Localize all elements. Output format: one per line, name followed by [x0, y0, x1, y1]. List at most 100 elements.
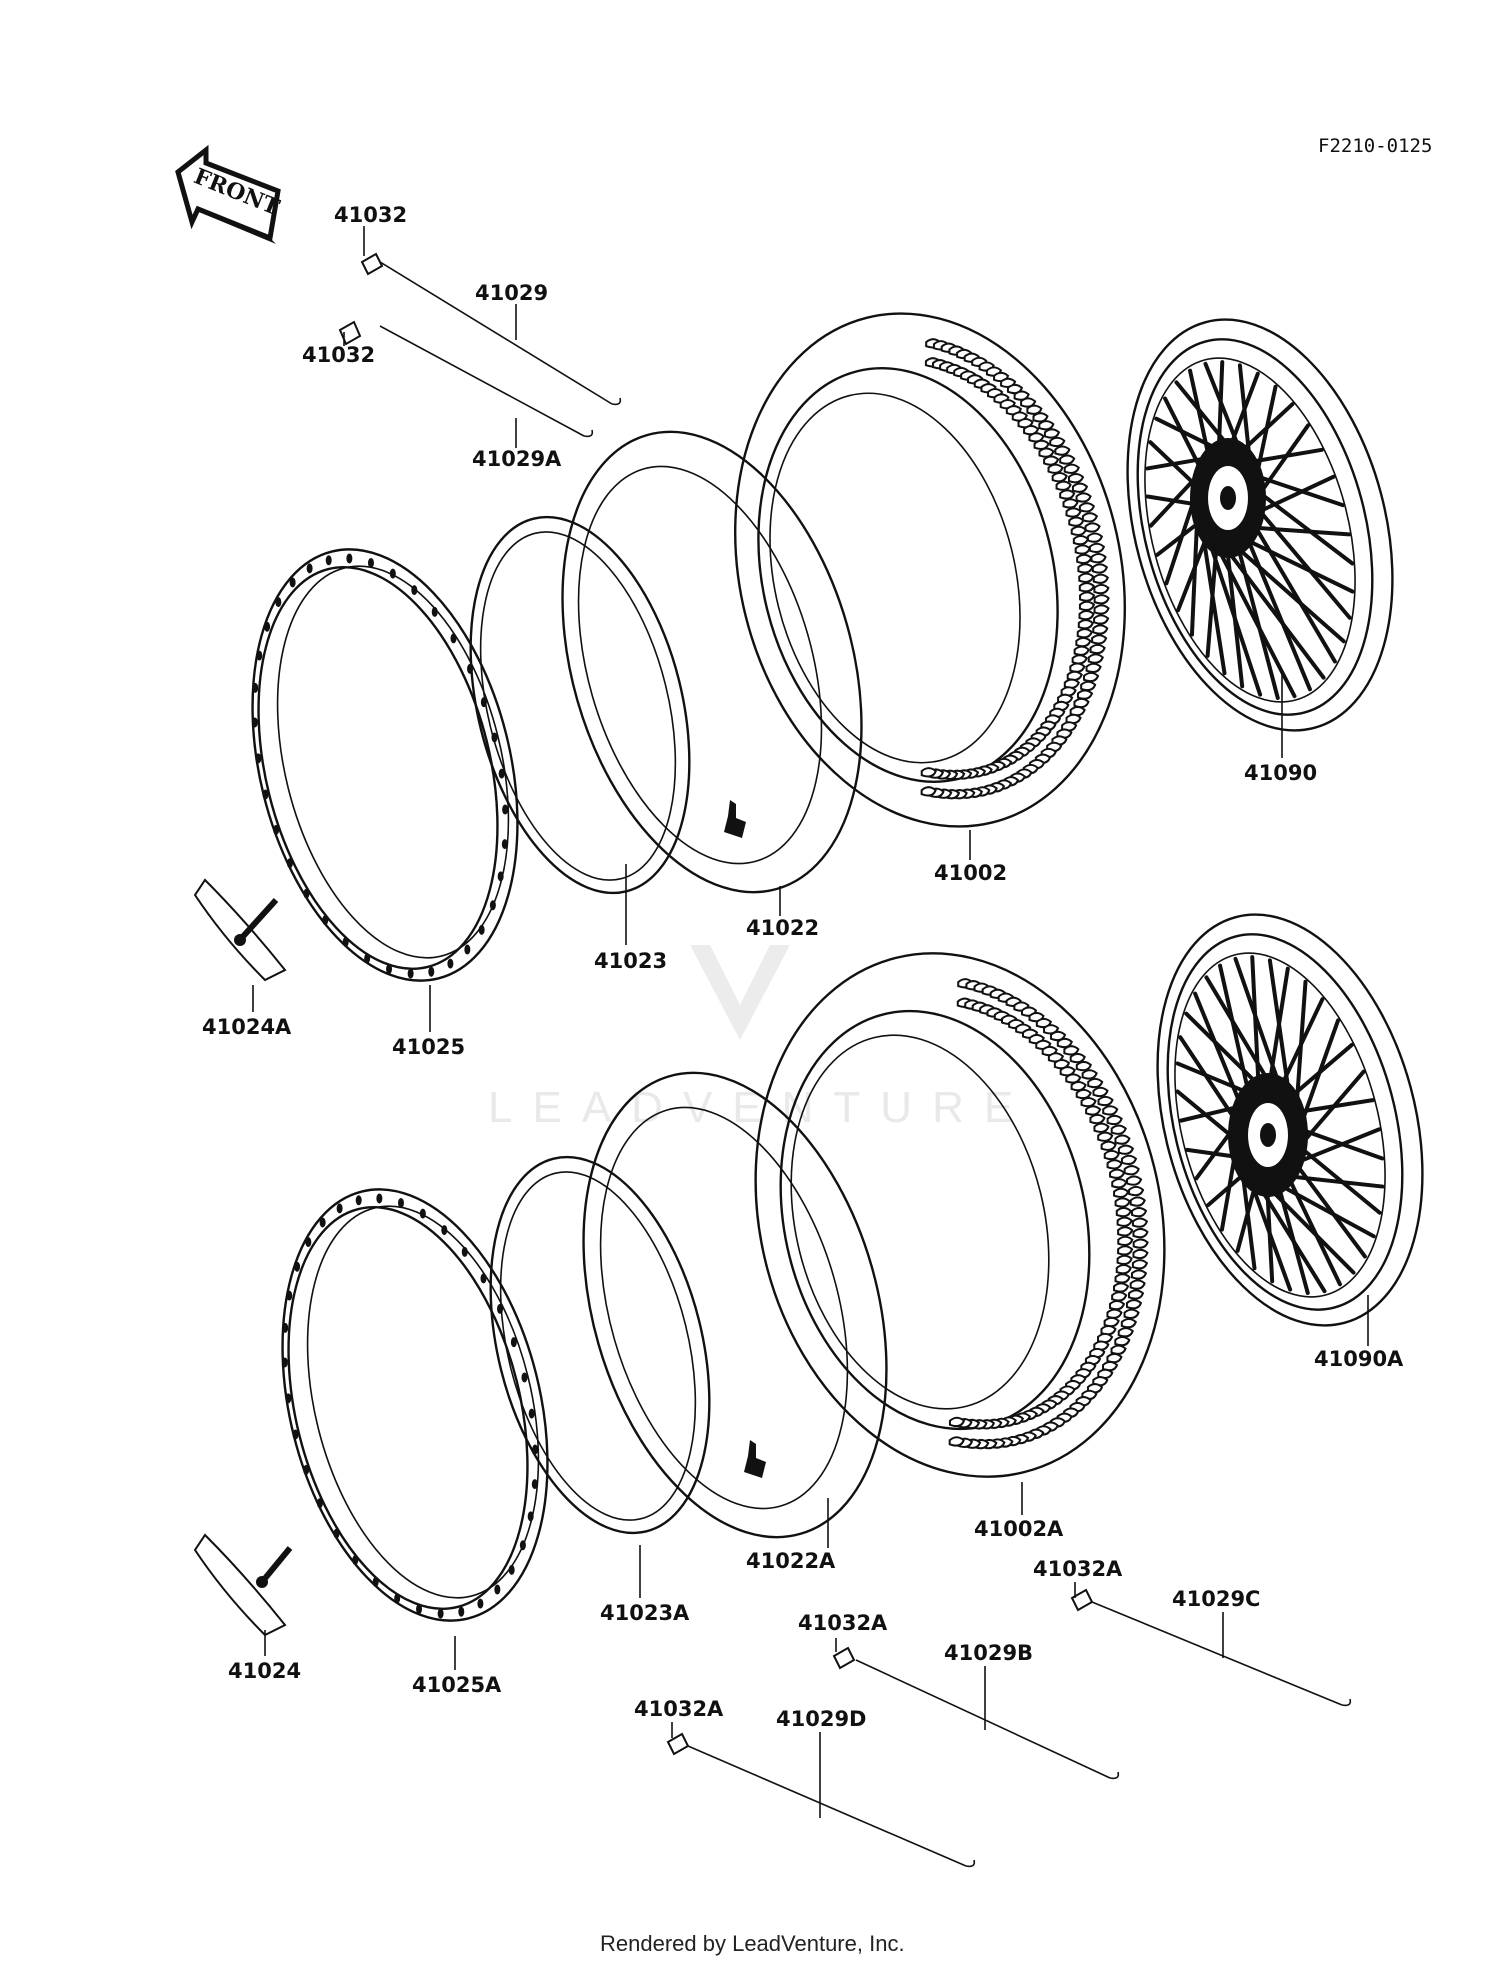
tread-knob [1038, 447, 1055, 458]
spoke-hole [508, 1564, 515, 1575]
spoke-line [1294, 1069, 1366, 1152]
spoke-hole [286, 1290, 293, 1301]
tread-knob [1076, 689, 1094, 700]
spoke-hole [386, 964, 393, 975]
tread-knob [1078, 600, 1096, 612]
callout-41032A-2: 41032A [798, 1611, 888, 1635]
tread-knob [1109, 1168, 1126, 1179]
spoke-hole [367, 557, 374, 568]
spoke-hole [461, 1246, 468, 1257]
callout-41029: 41029 [475, 281, 548, 305]
spoke-line [1255, 505, 1352, 620]
tread-knob [1093, 604, 1110, 615]
tread-knob [1127, 1289, 1145, 1300]
tread-knob [1123, 1308, 1140, 1319]
spoke-hole [376, 1193, 383, 1204]
callout-41032A-1: 41032A [1033, 1557, 1123, 1581]
spoke-hole [447, 958, 454, 969]
spoke-line [1188, 368, 1212, 463]
spoke-line [1155, 518, 1204, 557]
spoke-hole [333, 1528, 340, 1539]
tread-knob [1131, 1206, 1148, 1218]
tread-knob [1078, 609, 1095, 621]
callout-41029D: 41029D [776, 1707, 867, 1731]
spoke-hole [467, 663, 474, 674]
tread-knob [1054, 445, 1071, 456]
tread-knob [1117, 1144, 1135, 1155]
spoke-hole [464, 944, 471, 955]
spoke-line [1235, 1177, 1259, 1253]
spoke-hole [458, 1606, 465, 1617]
callout-41029B: 41029B [944, 1641, 1033, 1665]
tread-knob [1038, 420, 1055, 431]
spoke-hole [437, 1608, 444, 1619]
tread-knob [1063, 1045, 1080, 1056]
spoke-line [1250, 955, 1261, 1092]
spoke-line [1267, 966, 1290, 1090]
spoke-hole [319, 1217, 326, 1228]
spoke-hole [346, 553, 353, 564]
tread-knob [1123, 1165, 1140, 1176]
tread-knob [1020, 397, 1037, 408]
tread-knob [1092, 573, 1109, 584]
tread-knob [1129, 1279, 1146, 1290]
tread-knob [1086, 532, 1104, 543]
callout-41002A: 41002A [974, 1517, 1064, 1541]
tread-knob [1106, 1159, 1123, 1170]
tread-knob [1049, 436, 1066, 448]
spoke-hole [342, 936, 349, 947]
spoke-hole [494, 1584, 501, 1595]
tread-knob [1059, 454, 1076, 465]
tread-knob [1085, 662, 1102, 674]
callout-41032A-3: 41032A [634, 1697, 724, 1721]
spoke-hole [489, 900, 496, 911]
spoke-hole [281, 1357, 288, 1368]
tread-knob [1047, 463, 1064, 474]
spoke-hole [527, 1511, 534, 1522]
spoke-hole [497, 871, 504, 882]
callout-41022A: 41022A [746, 1549, 836, 1573]
tread-knob [1087, 1077, 1104, 1089]
tread-knob [1088, 542, 1106, 554]
spoke-hole [256, 650, 263, 661]
tread-knob [1080, 680, 1097, 692]
spoke-line [1255, 423, 1311, 499]
leader-lines [252, 226, 1369, 1818]
spoke-hole [251, 717, 258, 728]
watermark-text: LEADVENTURE [488, 1083, 1033, 1132]
tread-knob [1053, 1058, 1071, 1070]
spoke-line [1253, 384, 1278, 483]
callout-41022: 41022 [746, 916, 819, 940]
tread-knob [1102, 1105, 1119, 1116]
tread-knob [1132, 1238, 1149, 1249]
upper-tire [734, 312, 1126, 828]
spoke-line [1241, 536, 1355, 594]
tread-knob [1132, 1227, 1149, 1239]
tread-knob [1066, 670, 1083, 681]
tread-knob [1128, 1185, 1145, 1197]
tread-knob [1032, 412, 1049, 423]
tread-knob [1075, 636, 1092, 648]
tread-knob [1026, 404, 1043, 415]
footer-credit: Rendered by LeadVenture, Inc. [600, 1931, 905, 1956]
spoke-hole [262, 789, 269, 800]
callout-labels: 41032 41029 41032 41029A 41090 41002 410… [202, 203, 1404, 1731]
spoke-hole [478, 924, 485, 935]
tread-knob [1131, 1217, 1149, 1228]
tread-knob [1110, 1344, 1127, 1355]
spoke-hole [519, 1540, 526, 1551]
callout-41025: 41025 [392, 1035, 465, 1059]
spoke-line [1244, 533, 1312, 692]
callout-41024A: 41024A [202, 1015, 292, 1039]
spoke-hole [364, 953, 371, 964]
spoke-hole [416, 1604, 423, 1615]
spoke-line [1246, 447, 1324, 465]
callout-41032: 41032 [334, 203, 407, 227]
tread-knob [1081, 512, 1099, 523]
spoke-line [1254, 474, 1336, 515]
spoke-hole [286, 858, 293, 869]
front-arrow-icon: FRONT [175, 144, 284, 244]
callout-41023: 41023 [594, 949, 667, 973]
tread-knob [1130, 1269, 1148, 1280]
tread-knob [1062, 498, 1079, 509]
